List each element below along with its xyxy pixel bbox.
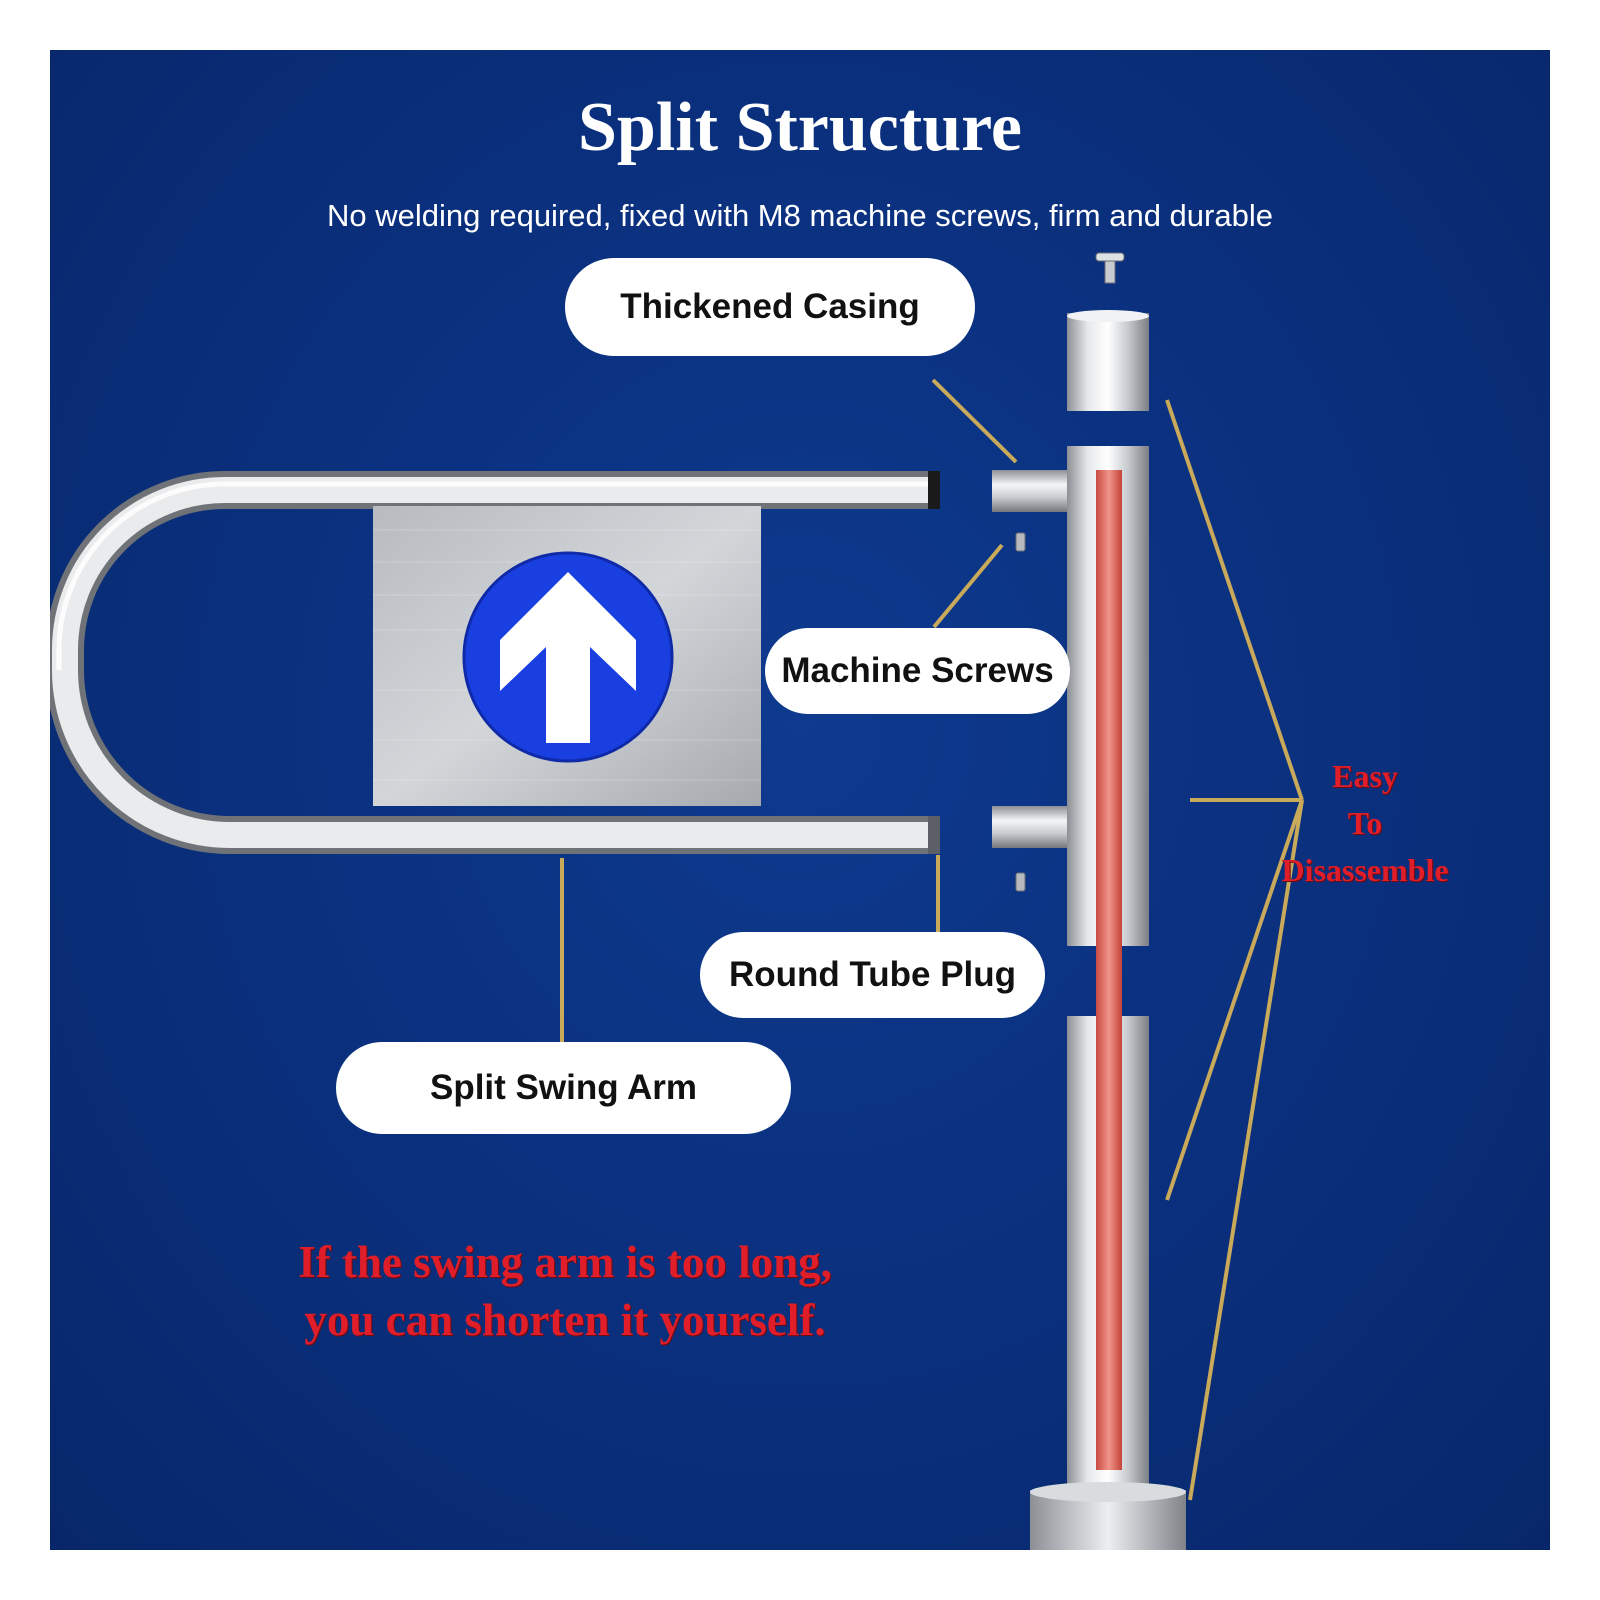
arm-end-cap-bottom bbox=[928, 816, 940, 854]
post bbox=[1030, 310, 1186, 1550]
swing-arm bbox=[50, 471, 940, 854]
note-line-2: you can shorten it yourself. bbox=[304, 1295, 826, 1345]
inner-red-rod bbox=[1096, 470, 1122, 1470]
turnstile-illustration bbox=[50, 252, 1304, 1550]
callout-split-swing-arm: Split Swing Arm bbox=[336, 1042, 791, 1134]
page-title: Split Structure bbox=[578, 89, 1022, 166]
callout-machine-screws: Machine Screws bbox=[765, 628, 1070, 714]
callout-thickened-casing: Thickened Casing bbox=[565, 258, 975, 356]
up-arrow-icon bbox=[462, 551, 674, 763]
screw-icons bbox=[1015, 252, 1125, 892]
easy-to-disassemble-label: Easy To Disassemble bbox=[1245, 753, 1485, 894]
arm-end-cap-top bbox=[928, 471, 940, 509]
shorten-note: If the swing arm is too long, you can sh… bbox=[185, 1233, 945, 1349]
easy-line-3: Disassemble bbox=[1281, 852, 1449, 888]
page-subtitle: No welding required, fixed with M8 machi… bbox=[327, 198, 1273, 233]
easy-line-2: To bbox=[1347, 805, 1383, 841]
note-line-1: If the swing arm is too long, bbox=[298, 1237, 832, 1287]
connector-stubs bbox=[992, 470, 1077, 848]
leader-lines bbox=[560, 378, 1304, 1501]
easy-line-1: Easy bbox=[1332, 758, 1398, 794]
callout-round-tube-plug: Round Tube Plug bbox=[700, 932, 1045, 1018]
diagram-panel: Split Structure No welding required, fix… bbox=[50, 50, 1550, 1550]
